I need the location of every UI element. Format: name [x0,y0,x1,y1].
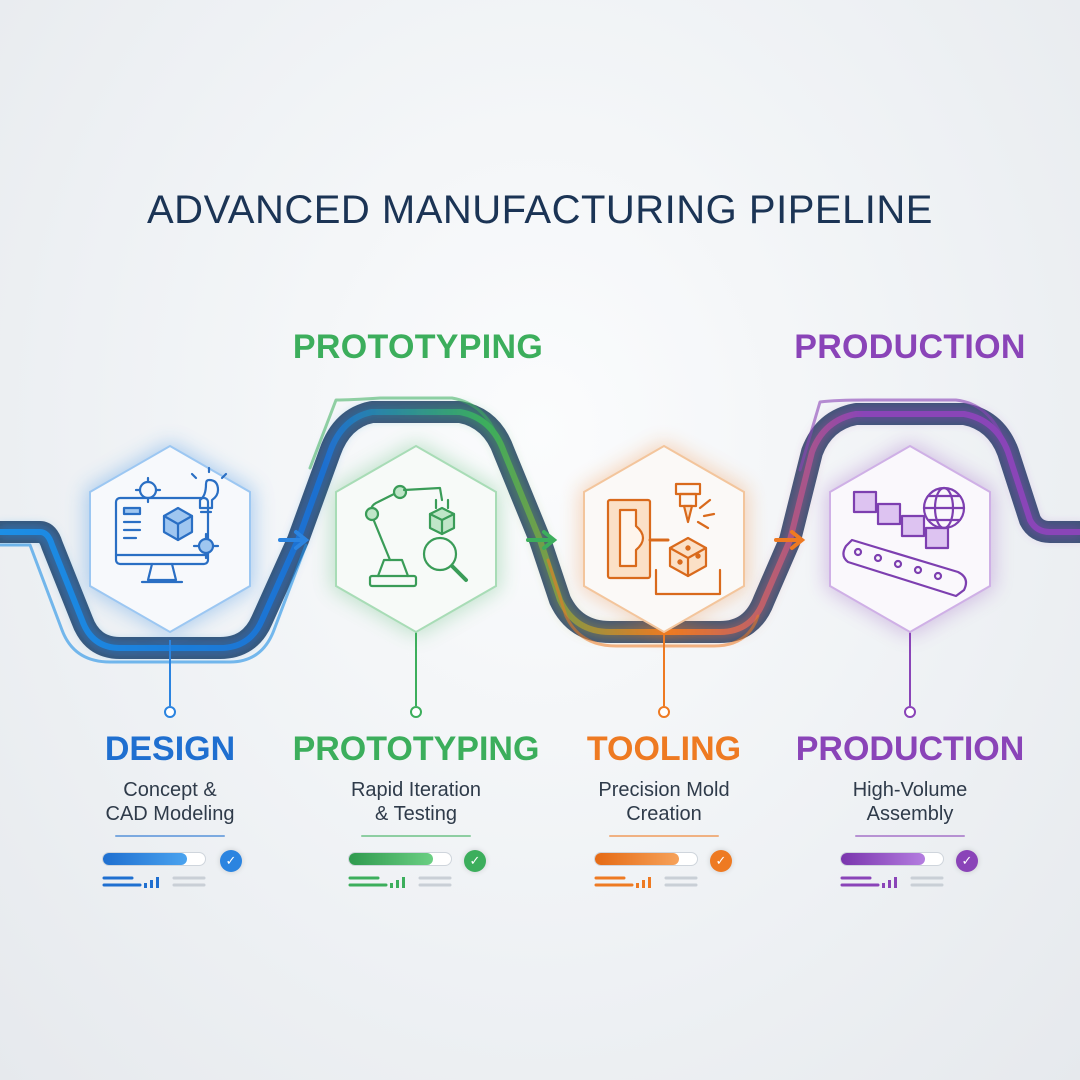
stage-node-prototyping [332,442,500,636]
progress-fill [349,853,433,865]
flow-arrow-3 [774,530,806,550]
check-icon: ✓ [710,850,732,872]
stage-title-prototyping: PROTOTYPING [292,730,540,768]
stage-desc-line: & Testing [375,803,457,825]
computer-cad-icon [114,466,228,584]
check-icon: ✓ [956,850,978,872]
stage-title-production: PRODUCTION [795,730,1025,768]
stage-node-production [826,442,994,636]
stage-desc-line: Assembly [866,803,954,825]
stage-divider [609,835,719,837]
status-bars-tooling [594,876,698,888]
stage-desc-production: High-Volume Assembly [800,778,1020,826]
page-title: ADVANCED MANUFACTURING PIPELINE [147,188,933,232]
status-bars-prototyping [348,876,452,888]
stage-divider [115,835,225,837]
conveyor-globe-icon [842,486,968,598]
stage-desc-design: Concept & CAD Modeling [60,778,280,826]
stage-desc-line: Precision Mold [598,779,730,801]
status-bars-production [840,876,944,888]
stage-node-design [86,442,254,636]
stage-title-tooling: TOOLING [586,730,742,768]
progress-fill [841,853,925,865]
stage-divider [855,835,965,837]
progress-bar-tooling [594,852,698,866]
stage-desc-line: CAD Modeling [105,803,235,825]
flow-arrow-2 [526,530,558,550]
stage-desc-line: Rapid Iteration [350,779,482,801]
progress-fill [595,853,679,865]
cnc-mold-icon [606,482,722,596]
check-icon: ✓ [464,850,486,872]
check-icon: ✓ [220,850,242,872]
stage-desc-line: Concept & [123,779,217,801]
stage-desc-line: High-Volume [852,779,968,801]
stage-desc-line: Creation [626,803,702,825]
status-bars-design [102,876,206,888]
progress-bar-prototyping [348,852,452,866]
stage-divider [361,835,471,837]
progress-bar-design [102,852,206,866]
progress-bar-production [840,852,944,866]
connector-stems [164,630,916,718]
stage-desc-tooling: Precision Mold Creation [554,778,774,826]
robotic-arm-icon [364,484,468,588]
flow-arrow-1 [278,530,310,550]
progress-fill [103,853,187,865]
stage-title-design: DESIGN [104,730,236,768]
top-label-production: PRODUCTION [794,328,1026,366]
top-label-prototyping: PROTOTYPING [292,328,544,366]
stage-desc-prototyping: Rapid Iteration & Testing [306,778,526,826]
